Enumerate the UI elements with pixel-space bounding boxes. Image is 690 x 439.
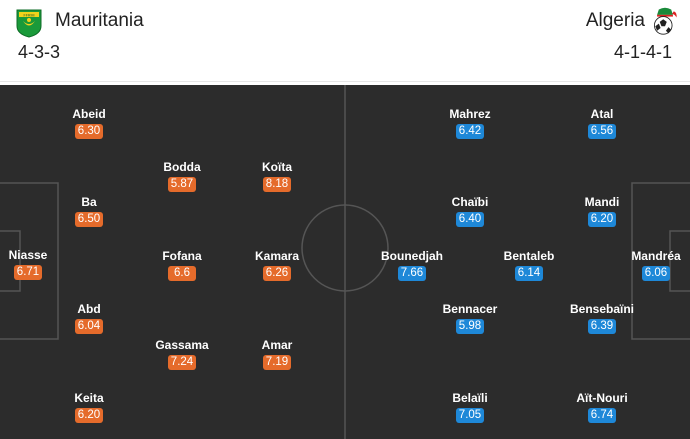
player-rating: 6.20 (587, 212, 617, 227)
player-rating: 6.39 (587, 319, 617, 334)
player-name: Mandréa (631, 249, 681, 263)
player-rating: 6.50 (74, 212, 104, 227)
player-rating: 6.30 (74, 124, 104, 139)
player-rating: 6.04 (74, 319, 104, 334)
player-name: Belaïli (452, 391, 488, 405)
player-rating: 6.74 (587, 408, 617, 423)
player-away-def[interactable]: Aït-Nouri 6.74 (562, 391, 642, 423)
player-home-mid[interactable]: Bodda 5.87 (142, 160, 222, 192)
player-name: Keita (74, 391, 104, 405)
player-rating: 8.18 (262, 177, 292, 192)
player-name: Niasse (8, 248, 48, 262)
player-name: Gassama (155, 338, 209, 352)
player-name: Mahrez (449, 107, 491, 121)
player-rating: 6.56 (587, 124, 617, 139)
player-home-cb[interactable]: Ba 6.50 (49, 195, 129, 227)
player-rating: 6.06 (641, 266, 671, 281)
player-name: Bounedjah (381, 249, 443, 263)
player-away-gk[interactable]: Mandréa 6.06 (616, 249, 690, 281)
player-rating: 6.42 (455, 124, 485, 139)
svg-text:FFRIM: FFRIM (24, 13, 35, 17)
player-home-cb[interactable]: Abd 6.04 (49, 302, 129, 334)
player-rating: 6.6 (168, 266, 196, 281)
player-away-fwd[interactable]: Bounedjah 7.66 (372, 249, 452, 281)
player-name: Bentaleb (503, 249, 555, 263)
player-name: Fofana (162, 249, 202, 263)
player-name: Amar (261, 338, 293, 352)
player-home-fwd[interactable]: Amar 7.19 (237, 338, 317, 370)
player-away-mid[interactable]: Bennacer 5.98 (430, 302, 510, 334)
player-rating: 6.20 (74, 408, 104, 423)
player-home-mid[interactable]: Fofana 6.6 (142, 249, 222, 281)
player-away-def[interactable]: Bensebaïni 6.39 (562, 302, 642, 334)
player-home-gk[interactable]: Niasse 6.71 (0, 248, 68, 280)
player-name: Mandi (584, 195, 620, 209)
player-name: Kamara (254, 249, 300, 263)
match-header: FFRIM Mauritania 4-3-3 Algeria 4-1-4-1 (0, 0, 690, 82)
player-name: Bennacer (442, 302, 498, 316)
player-home-mid[interactable]: Gassama 7.24 (142, 338, 222, 370)
player-name: Bensebaïni (569, 302, 635, 316)
player-name: Chaïbi (451, 195, 489, 209)
away-formation: 4-1-4-1 (613, 42, 672, 62)
player-home-fwd[interactable]: Koïta 8.18 (237, 160, 317, 192)
mauritania-crest-icon: FFRIM (16, 9, 42, 38)
player-rating: 7.24 (167, 355, 197, 370)
player-away-mid[interactable]: Belaïli 7.05 (430, 391, 510, 423)
player-name: Bodda (163, 160, 201, 174)
player-away-def[interactable]: Atal 6.56 (562, 107, 642, 139)
player-home-fwd[interactable]: Kamara 6.26 (237, 249, 317, 281)
player-home-rb[interactable]: Abeid 6.30 (49, 107, 129, 139)
player-name: Ba (81, 195, 97, 209)
pitch: Niasse 6.71 Abeid 6.30 Ba 6.50 Abd 6.04 … (0, 85, 690, 439)
player-away-dm[interactable]: Bentaleb 6.14 (489, 249, 569, 281)
pitch-lines (0, 85, 690, 439)
player-rating: 6.26 (262, 266, 292, 281)
player-away-def[interactable]: Mandi 6.20 (562, 195, 642, 227)
player-rating: 7.05 (455, 408, 485, 423)
player-name: Koïta (262, 160, 292, 174)
away-team-name[interactable]: Algeria (585, 10, 645, 31)
player-away-rb[interactable]: Mahrez 6.42 (430, 107, 510, 139)
home-formation: 4-3-3 (18, 42, 61, 62)
player-rating: 6.40 (455, 212, 485, 227)
home-team-name[interactable]: Mauritania (55, 10, 144, 31)
player-home-lb[interactable]: Keita 6.20 (49, 391, 129, 423)
player-name: Abeid (72, 107, 106, 121)
player-rating: 7.66 (397, 266, 427, 281)
player-name: Aït-Nouri (576, 391, 628, 405)
player-rating: 5.98 (455, 319, 485, 334)
player-rating: 6.71 (13, 265, 43, 280)
player-away-mid[interactable]: Chaïbi 6.40 (430, 195, 510, 227)
player-name: Atal (590, 107, 614, 121)
player-rating: 7.19 (262, 355, 292, 370)
algeria-crest-icon (653, 7, 677, 35)
player-name: Abd (77, 302, 101, 316)
player-rating: 6.14 (514, 266, 544, 281)
player-rating: 5.87 (167, 177, 197, 192)
